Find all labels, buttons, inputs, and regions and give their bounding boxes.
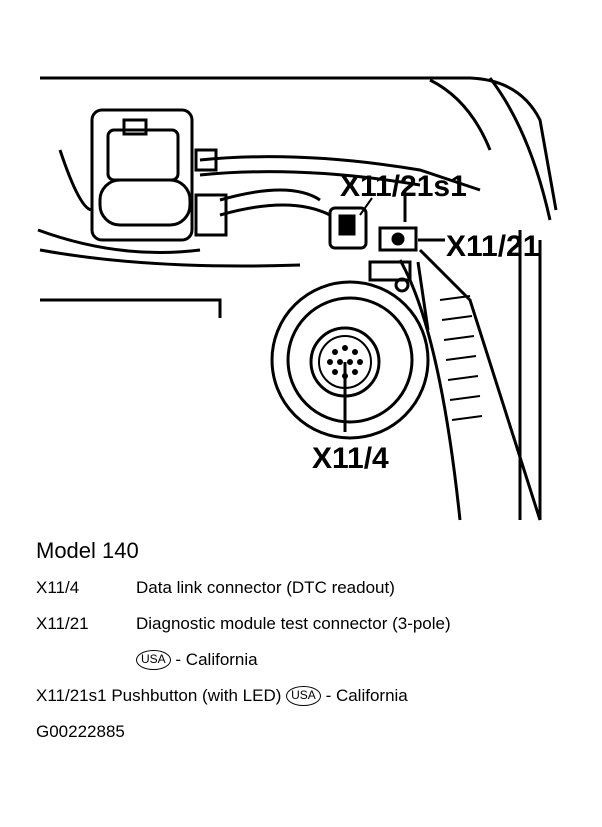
test-connector <box>328 196 445 331</box>
legend-suffix: - California <box>175 650 258 669</box>
callout-x11-21s1: X11/21s1 <box>340 170 467 203</box>
legend-description: Pushbutton (with LED) <box>111 686 282 705</box>
relay-block <box>90 108 228 242</box>
figure-id: G00222885 <box>36 722 125 741</box>
legend-suffix: - California <box>325 686 408 705</box>
legend-code: X11/4 <box>36 578 80 597</box>
engine-bay-illustration: X11/21s1 X11/21 X11/4 <box>37 76 558 521</box>
legend-description: Data link connector (DTC readout) <box>136 578 395 597</box>
callout-x11-4: X11/4 <box>312 442 389 475</box>
legend-code: X11/21s1 <box>36 686 107 705</box>
data-link-connector <box>270 280 430 440</box>
legend-description: Diagnostic module test connector (3-pole… <box>136 614 451 633</box>
legend-row: X11/21s1 Pushbutton (with LED) USA - Cal… <box>36 686 596 706</box>
wiring-harness <box>58 149 481 217</box>
leader-lines <box>359 197 373 216</box>
legend: Model 140 X11/4 Data link connector (DTC… <box>36 538 596 742</box>
hatching <box>439 295 483 421</box>
usa-badge-icon: USA <box>286 686 321 706</box>
usa-badge-icon: USA <box>136 650 171 670</box>
callout-x11-21: X11/21 <box>446 230 539 263</box>
legend-code: X11/21 <box>36 614 89 633</box>
fender-outline <box>37 76 558 521</box>
legend-row: X11/21 Diagnostic module test connector … <box>36 614 596 634</box>
legend-row: USA - California <box>36 650 596 670</box>
legend-row: X11/4 Data link connector (DTC readout) <box>36 578 596 598</box>
model-title: Model 140 <box>36 538 139 563</box>
